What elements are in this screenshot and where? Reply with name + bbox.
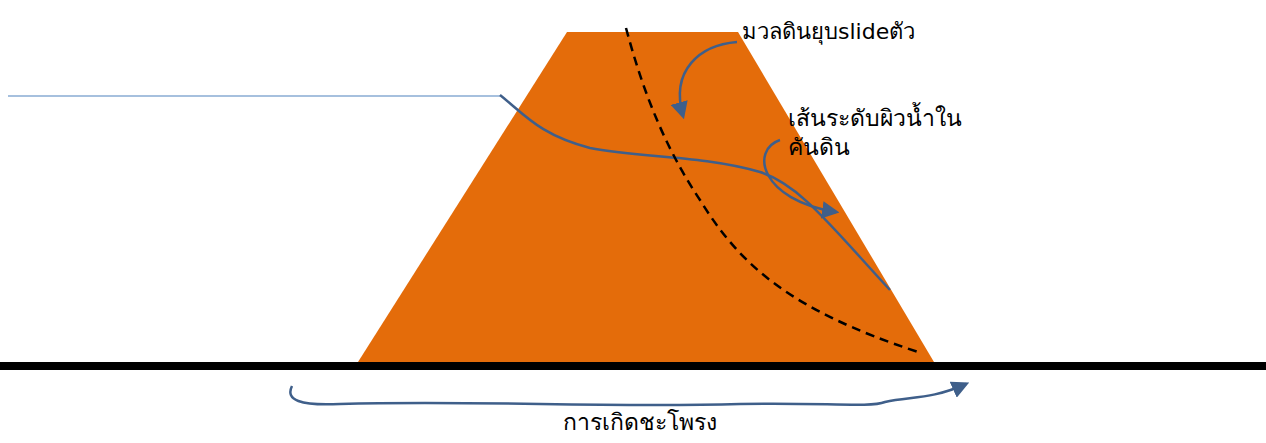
seepage-arrow: [290, 384, 966, 405]
annotation-label: เส้นระดับผิวน้ำใน คันดิน: [788, 104, 998, 162]
annotation-label: การเกิดชะโพรง: [480, 408, 800, 437]
leader-line: [680, 42, 737, 116]
reservoir-water-level: [8, 95, 500, 96]
annotation-label: มวลดินยุบslideตัว: [742, 18, 1042, 46]
earth-embankment: [358, 32, 934, 362]
ground-line: [0, 362, 1266, 370]
slip-surface: [626, 28, 918, 352]
